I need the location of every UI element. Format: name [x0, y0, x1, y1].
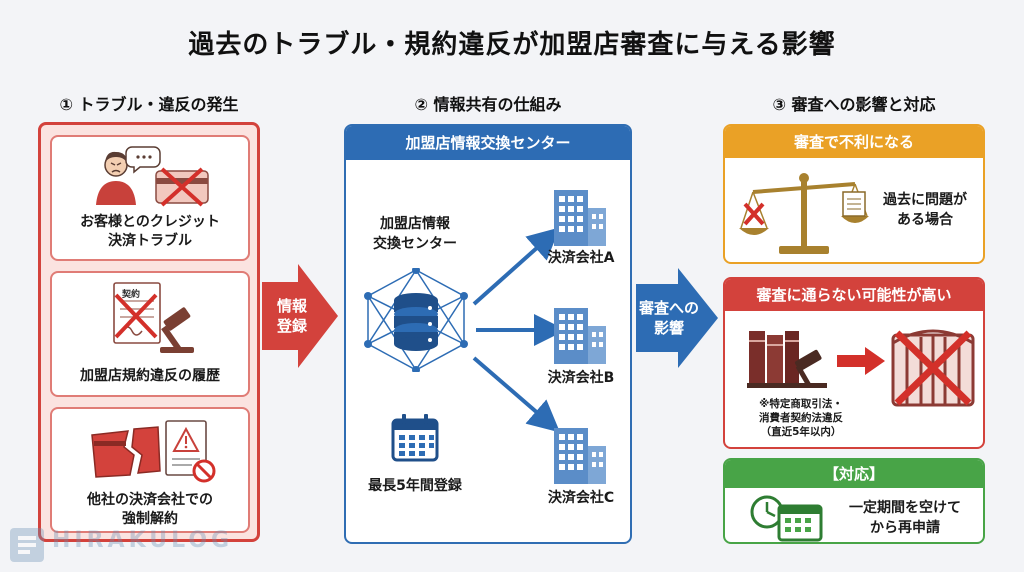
closed-gate-icon — [891, 329, 975, 407]
retention-period-label: 最長5年間登録 — [368, 478, 462, 494]
watermark-text: HIRAKULOG — [52, 528, 234, 553]
building-c-icon — [554, 428, 606, 484]
law-violation-note: ※特定商取引法・ 消費者契約法違反 （直近5年以内） — [759, 398, 843, 438]
card-contract-violation: 契約 加盟店規約違反の履歴 — [50, 271, 250, 397]
info-sharing-panel: 加盟店情報交換センター 加盟店情報 交換センター — [344, 124, 632, 544]
disadvantage-text: 過去に問題が ある場合 — [883, 192, 967, 228]
scale-icon — [739, 173, 869, 254]
contract-doc-label: 契約 — [122, 290, 141, 300]
rejection-header: 審査に通らない可能性が高い — [725, 279, 983, 311]
company-b-label: 決済会社B — [547, 370, 615, 386]
section-heading-2: ② 情報共有の仕組み — [414, 95, 562, 114]
clock-calendar-icon — [750, 495, 823, 542]
arrow-right-icon — [837, 347, 885, 375]
registration-arrow — [262, 264, 338, 368]
response-header: 【対応】 — [725, 460, 983, 488]
rejection-panel: 審査に通らない可能性が高い ※特定商取引法・ 消費者契約法違反 （直近5年以内） — [723, 277, 985, 449]
card-contract-violation-label: 加盟店規約違反の履歴 — [80, 368, 220, 384]
info-center-header: 加盟店情報交換センター — [346, 126, 630, 160]
screening-impact-arrow-label: 審査への 影響 — [638, 299, 699, 337]
calendar-icon — [391, 414, 439, 462]
response-text: 一定期間を空けて から再申請 — [849, 500, 961, 536]
section-heading-3: ③ 審査への影響と対応 — [772, 95, 936, 114]
building-a-icon — [554, 190, 606, 246]
company-a-label: 決済会社A — [547, 250, 615, 266]
watermark-logo-icon — [10, 528, 44, 562]
company-c-label: 決済会社C — [547, 490, 615, 506]
database-network-icon — [364, 268, 468, 372]
info-center-label: 加盟店情報 交換センター — [373, 216, 457, 252]
registration-arrow-label: 情報 登録 — [276, 297, 307, 335]
trouble-column: お客様とのクレジット 決済トラブル 契約 加盟店規約違反の履歴 — [38, 122, 260, 542]
disadvantage-panel: 審査で不利になる 過去に問題が ある場合 — [723, 124, 985, 264]
screening-impact-arrow — [636, 268, 718, 368]
building-b-icon — [554, 308, 606, 364]
section-heading-1: ① トラブル・違反の発生 — [59, 95, 239, 114]
card-forced-termination-label: 他社の決済会社での 強制解約 — [87, 492, 213, 527]
contract-violation-icon — [113, 282, 194, 353]
forced-termination-icon — [91, 420, 216, 483]
page-title: 過去のトラブル・規約違反が加盟店審査に与える影響 — [188, 30, 836, 60]
response-panel: 【対応】 一定期間を空けて から再申請 — [723, 458, 985, 544]
disadvantage-header: 審査で不利になる — [725, 126, 983, 158]
watermark: HIRAKULOG — [8, 524, 248, 568]
card-payment-trouble-label: お客様とのクレジット 決済トラブル — [80, 214, 220, 249]
card-forced-termination: 他社の決済会社での 強制解約 — [50, 407, 250, 533]
distribution-arrows — [472, 227, 566, 433]
customer-complaint-icon — [96, 146, 209, 207]
card-payment-trouble: お客様とのクレジット 決済トラブル — [50, 135, 250, 261]
law-books-gavel-icon — [747, 331, 827, 388]
